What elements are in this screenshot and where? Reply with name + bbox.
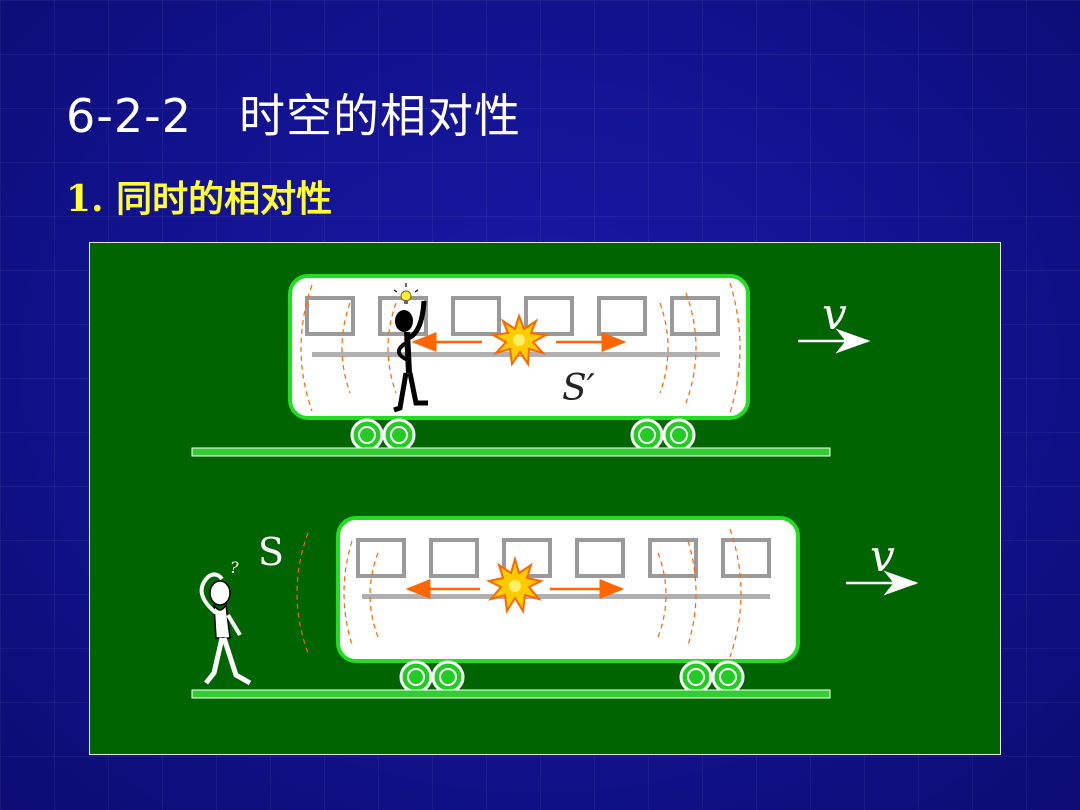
window bbox=[648, 538, 698, 578]
top-track bbox=[191, 447, 831, 457]
train-diagram: ? bbox=[191, 274, 919, 699]
top-light-waves bbox=[300, 282, 741, 414]
bottom-track bbox=[191, 689, 831, 699]
window bbox=[670, 296, 720, 336]
window bbox=[451, 296, 501, 336]
window bbox=[429, 538, 479, 578]
frame-label-s-prime: S′ bbox=[562, 368, 595, 409]
frame-label-s: S bbox=[258, 530, 285, 574]
window bbox=[524, 296, 574, 336]
person-icon bbox=[393, 300, 428, 413]
lightbulb-icon bbox=[393, 283, 419, 304]
flash-core bbox=[509, 580, 521, 592]
thought-mark: ? bbox=[230, 558, 239, 577]
top-train-wheels bbox=[350, 418, 696, 452]
bottom-train-windows bbox=[356, 538, 771, 578]
bottom-light-waves bbox=[296, 528, 742, 658]
bottom-train: ? bbox=[191, 516, 919, 699]
window bbox=[575, 538, 625, 578]
bottom-train-rail bbox=[362, 594, 770, 599]
window bbox=[721, 538, 771, 578]
diagram-panel: ? S′ S v v bbox=[89, 242, 1001, 755]
velocity-label-top: v bbox=[822, 289, 847, 340]
bottom-train-wheels bbox=[399, 660, 745, 694]
person-icon bbox=[199, 572, 252, 686]
top-train bbox=[191, 274, 871, 457]
velocity-label-bottom: v bbox=[870, 531, 895, 582]
window bbox=[305, 296, 355, 336]
window bbox=[356, 538, 406, 578]
slide-title: 6-2-2 时空的相对性 bbox=[66, 89, 521, 143]
flash-core bbox=[513, 334, 525, 346]
slide-subtitle: 1. 同时的相对性 bbox=[66, 178, 333, 220]
